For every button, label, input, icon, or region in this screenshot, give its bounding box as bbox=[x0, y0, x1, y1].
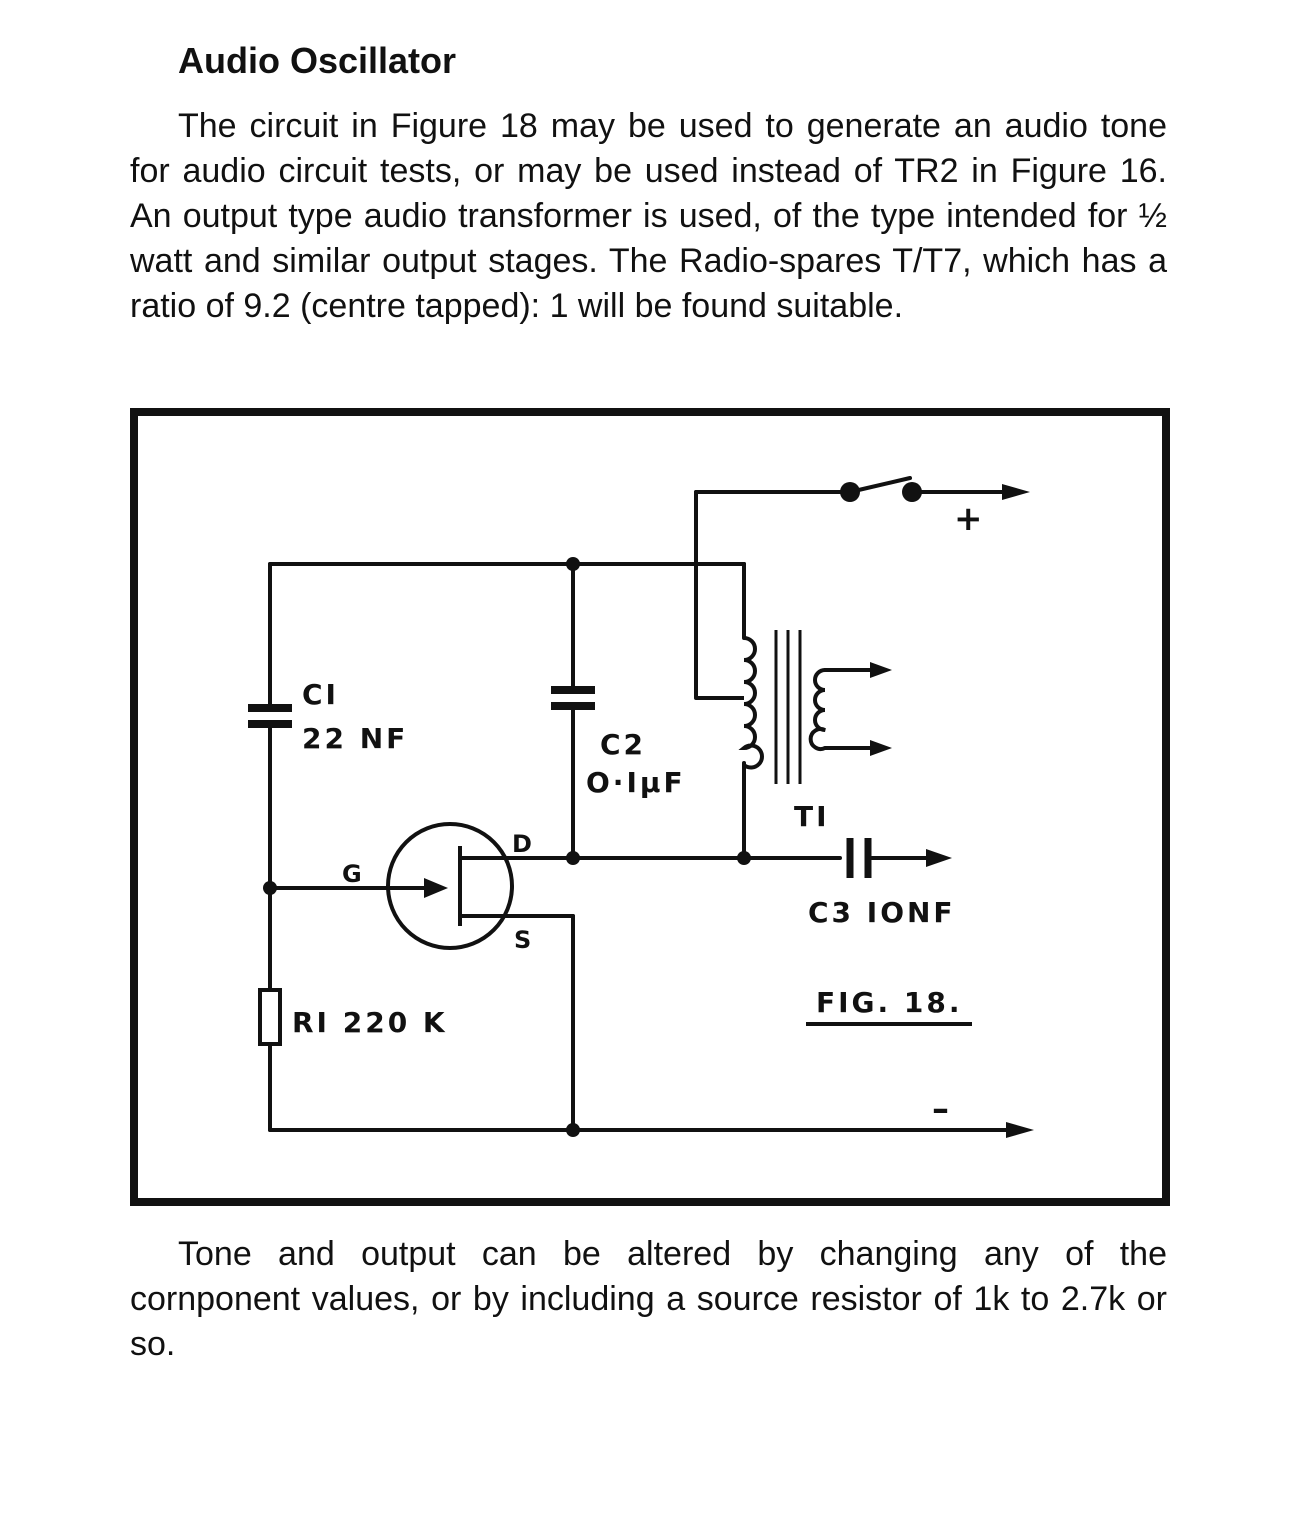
c2-value-label: O·IµF bbox=[586, 766, 686, 799]
fet-transistor bbox=[386, 822, 514, 950]
minus-label: – bbox=[932, 1089, 952, 1129]
source-label: S bbox=[514, 926, 531, 954]
c1-value-label: 22 NF bbox=[302, 722, 408, 755]
body-paragraph-2: Tone and output can be altered by changi… bbox=[130, 1235, 1167, 1363]
transformer-secondary bbox=[808, 668, 826, 751]
section-heading: Audio Oscillator bbox=[178, 40, 457, 81]
c3-label: C3 IONF bbox=[808, 896, 956, 929]
circuit-diagram: CI 22 NF C2 O·IµF TI C3 IONF RI 220 K G … bbox=[130, 408, 1170, 1206]
body-paragraph-1: The circuit in Figure 18 may be used to … bbox=[130, 107, 1167, 325]
figure-caption: FIG. 18. bbox=[816, 986, 963, 1019]
gate-label: G bbox=[342, 860, 362, 888]
secondary-arrow-bottom bbox=[870, 740, 892, 756]
drain-label: D bbox=[512, 830, 532, 858]
plus-arrow bbox=[1002, 484, 1030, 500]
r1-label: RI 220 K bbox=[292, 1006, 448, 1039]
secondary-arrow-top bbox=[870, 662, 892, 678]
output-arrow bbox=[926, 849, 952, 867]
plus-label: + bbox=[954, 499, 986, 539]
minus-arrow bbox=[1006, 1122, 1034, 1138]
c1-name-label: CI bbox=[302, 678, 339, 711]
gate-arrow bbox=[424, 878, 448, 898]
t1-label: TI bbox=[794, 800, 830, 833]
wires bbox=[268, 476, 1012, 1132]
circuit-figure: CI 22 NF C2 O·IµF TI C3 IONF RI 220 K G … bbox=[130, 408, 1170, 1206]
figure-frame bbox=[130, 408, 1170, 1206]
r1-resistor bbox=[258, 988, 282, 1046]
transformer-primary bbox=[696, 636, 764, 770]
junction-dots bbox=[263, 482, 922, 1137]
c2-name-label: C2 bbox=[600, 728, 646, 761]
